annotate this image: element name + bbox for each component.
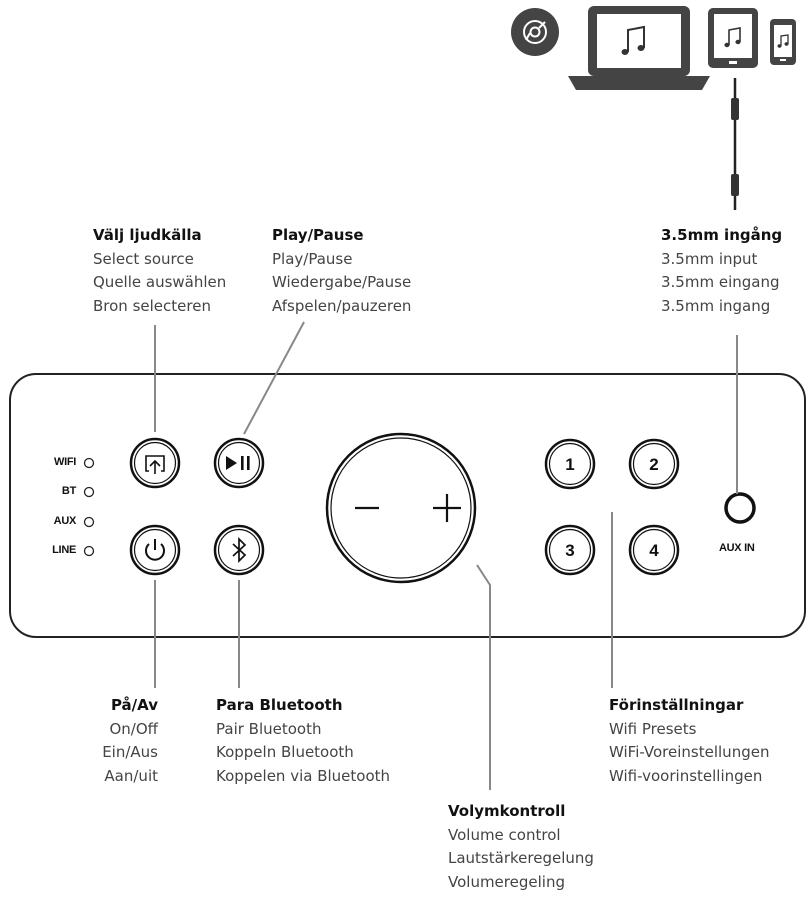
select-source-callout: Välj ljudkälla Select source Quelle ausw…: [93, 224, 226, 318]
preset-button-3[interactable]: 3: [544, 524, 596, 576]
aux-led: [83, 516, 95, 528]
presets-title: Förinställningar: [609, 696, 744, 714]
chrome-icon: [511, 8, 559, 56]
leader-lines: [154, 321, 738, 790]
input-35-line: 3.5mm eingang: [661, 273, 780, 291]
select-source-title: Välj ljudkälla: [93, 226, 202, 244]
input-35-title: 3.5mm ingång: [661, 226, 783, 244]
play-pause-icon: [226, 456, 250, 470]
play-pause-line: Wiedergabe/Pause: [272, 273, 412, 291]
source-select-icon: [145, 455, 165, 474]
play-pause-title: Play/Pause: [272, 226, 364, 244]
wifi-indicator-label: WIFI: [53, 456, 76, 468]
select-source-line: Quelle auswählen: [93, 273, 227, 291]
play-pause-callout: Play/Pause Play/Pause Wiedergabe/Pause A…: [272, 224, 411, 318]
aux-cable: [731, 78, 739, 210]
bluetooth-callout: Para Bluetooth Pair Bluetooth Koppeln Bl…: [216, 694, 390, 788]
volume-dial[interactable]: [325, 432, 477, 584]
presets-line: Wifi-voorinstellingen: [609, 766, 763, 785]
presets-line: Wifi Presets: [609, 719, 697, 738]
volume-line: Volume control: [448, 825, 561, 844]
power-line: Ein/Aus: [102, 743, 158, 761]
line-indicator-label: LINE: [52, 544, 76, 556]
volume-title: Volymkontroll: [448, 802, 566, 820]
preset-3-label: 3: [565, 541, 574, 560]
select-source-line: Bron selecteren: [93, 296, 211, 315]
bluetooth-line: Pair Bluetooth: [216, 719, 322, 738]
preset-button-2[interactable]: 2: [628, 438, 680, 490]
input-35-line: 3.5mm ingang: [661, 296, 771, 315]
aux-in-jack[interactable]: [724, 492, 756, 524]
input-35-callout: 3.5mm ingång 3.5mm input 3.5mm eingang 3…: [661, 224, 782, 318]
aux-in-label: AUX IN: [719, 542, 755, 554]
bluetooth-line: Koppeln Bluetooth: [216, 743, 354, 761]
presets-line: WiFi-Voreinstellungen: [609, 743, 770, 761]
power-callout: På/Av On/Off Ein/Aus Aan/uit: [40, 694, 158, 788]
volume-line: Volumeregeling: [448, 872, 565, 891]
input-35-line: 3.5mm input: [661, 249, 758, 268]
select-source-line: Select source: [93, 249, 194, 268]
power-title: På/Av: [110, 696, 158, 714]
bluetooth-icon: [232, 536, 247, 564]
bluetooth-title: Para Bluetooth: [216, 696, 343, 714]
play-pause-line: Afspelen/pauzeren: [272, 296, 412, 315]
bt-indicator-label: BT: [61, 485, 76, 497]
preset-2-label: 2: [649, 455, 658, 474]
phone-music-icon: [770, 19, 796, 65]
preset-4-label: 4: [649, 541, 659, 560]
preset-button-4[interactable]: 4: [628, 524, 680, 576]
power-line: On/Off: [109, 719, 158, 738]
preset-1-label: 1: [565, 455, 574, 474]
bt-led: [83, 486, 95, 498]
presets-callout: Förinställningar Wifi Presets WiFi-Vorei…: [609, 694, 769, 788]
aux-indicator-label: AUX: [53, 515, 77, 527]
power-button[interactable]: [129, 524, 181, 576]
volume-line: Lautstärkeregelung: [448, 849, 594, 867]
bluetooth-line: Koppelen via Bluetooth: [216, 766, 391, 785]
power-line: Aan/uit: [104, 766, 158, 785]
play-pause-line: Play/Pause: [272, 249, 353, 268]
power-icon: [145, 539, 165, 561]
indicator-leds: [83, 457, 95, 557]
laptop-music-icon: [568, 6, 710, 90]
preset-button-1[interactable]: 1: [544, 438, 596, 490]
tablet-music-icon: [708, 8, 758, 68]
volume-plus[interactable]: [433, 494, 461, 522]
play-pause-button[interactable]: [213, 437, 265, 489]
wifi-led: [83, 457, 95, 469]
volume-callout: Volymkontroll Volume control Lautstärker…: [448, 800, 594, 894]
source-select-button[interactable]: [129, 437, 181, 489]
bluetooth-button[interactable]: [213, 524, 265, 576]
line-led: [83, 545, 95, 557]
